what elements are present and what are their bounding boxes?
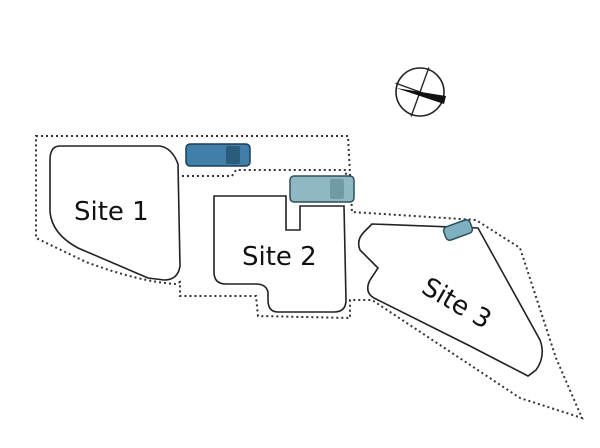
site-1-label: Site 1 — [74, 197, 149, 227]
site-2-label: Site 2 — [242, 242, 317, 272]
car-3 — [442, 219, 474, 241]
property-boundary — [35, 135, 584, 420]
site-3-lot — [357, 223, 544, 377]
car-2 — [289, 175, 355, 203]
site-1-lot — [49, 145, 181, 281]
site-2-lot — [213, 195, 347, 313]
car-1 — [185, 143, 251, 167]
north-arrow-icon — [395, 67, 446, 117]
